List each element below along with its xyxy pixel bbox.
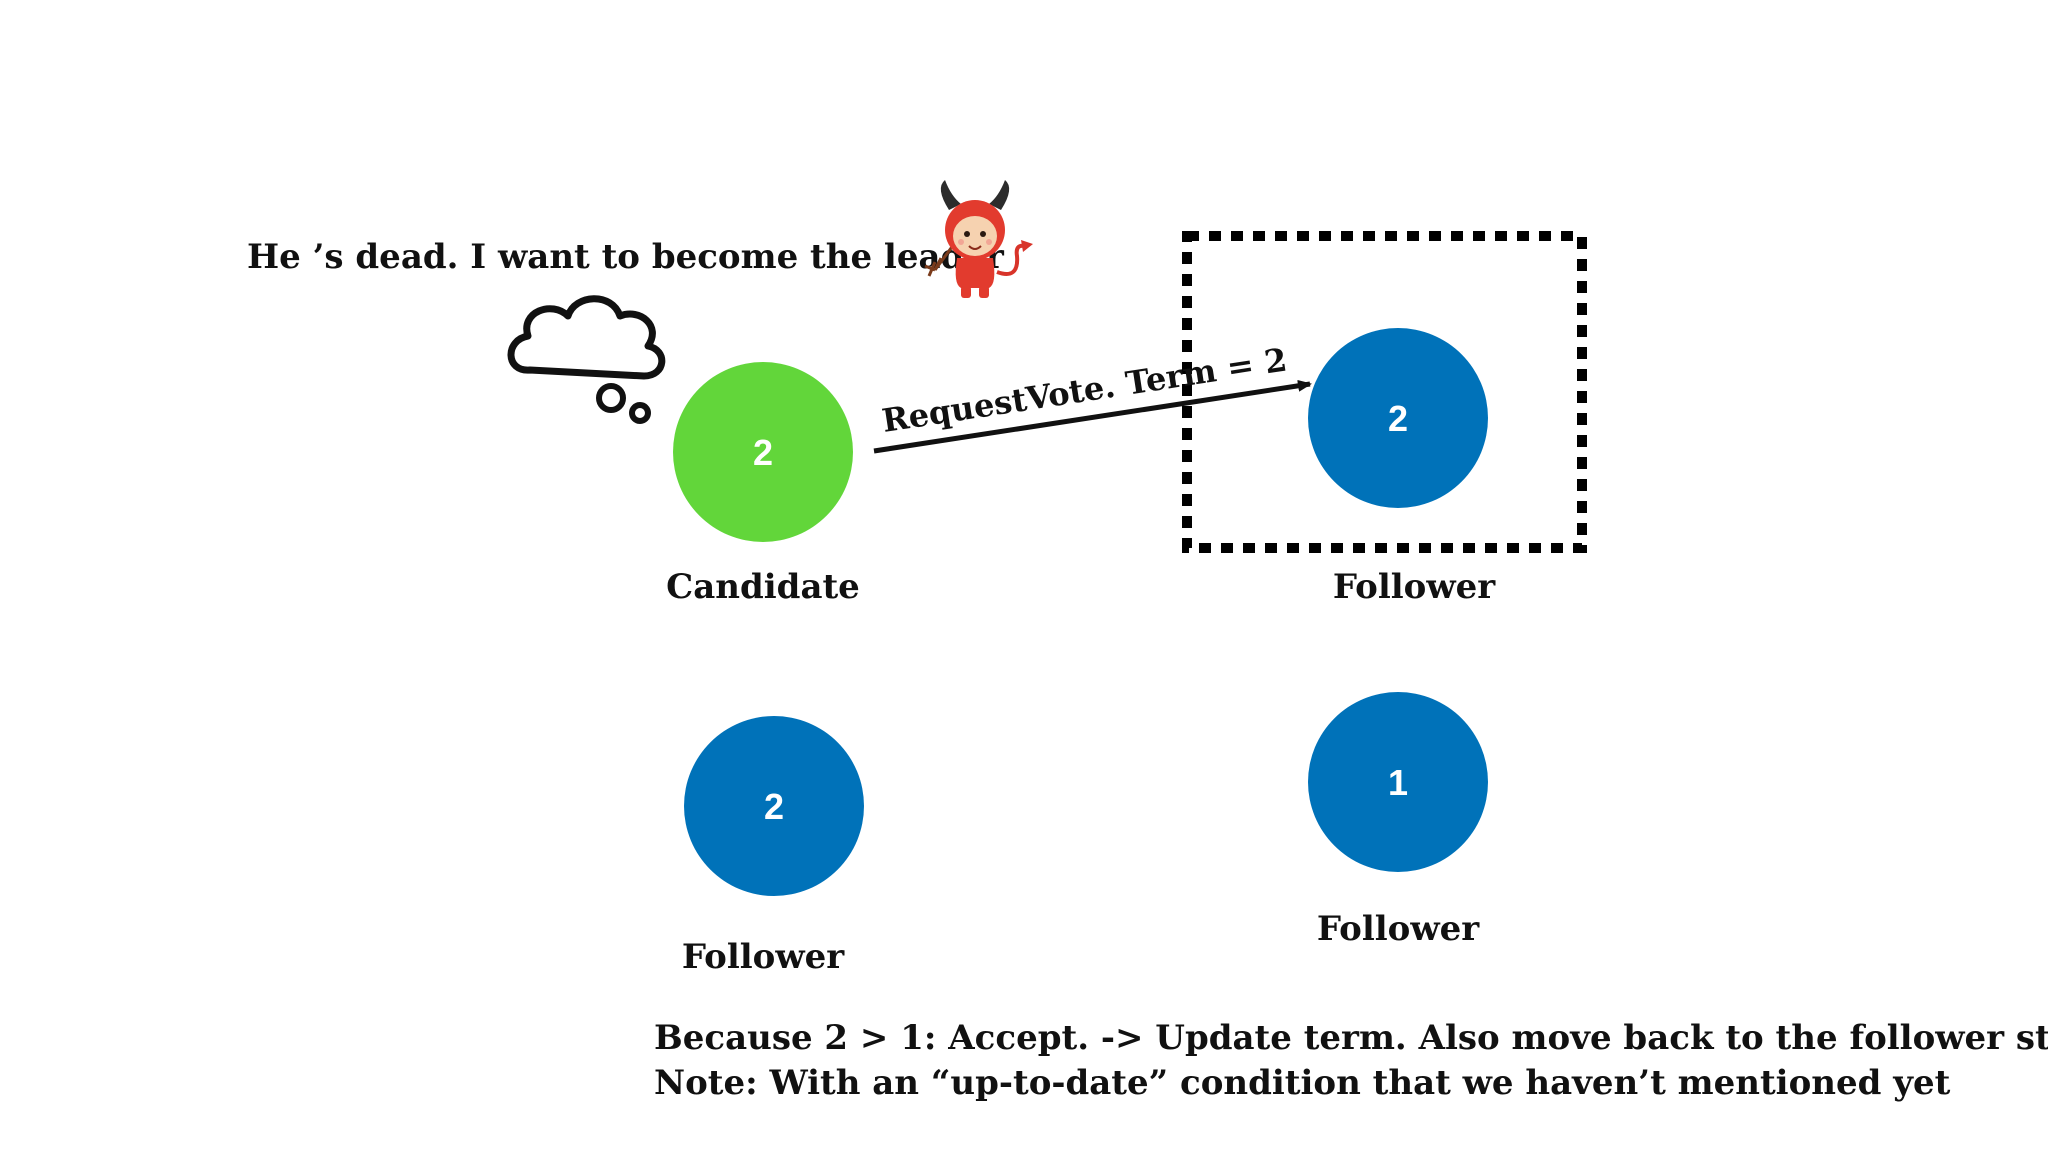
follower-node-bottom-left: 2 — [684, 716, 864, 896]
follower-node-top-right: 2 — [1308, 328, 1488, 508]
follower-term-bottom-left: 2 — [764, 786, 784, 827]
candidate-node: 2 — [673, 362, 853, 542]
highlight-box — [1182, 231, 1587, 553]
follower-label-bottom-left: Follower — [682, 937, 845, 977]
follower-label-bottom-right: Follower — [1317, 909, 1480, 949]
candidate-circle — [673, 362, 853, 542]
follower-term-top-right: 2 — [1388, 398, 1408, 439]
follower-circle-bottom-right — [1308, 692, 1488, 872]
candidate-term: 2 — [753, 432, 773, 473]
thought-text: He ’s dead. I want to become the leader — [247, 237, 1005, 277]
devil-emoji-icon — [924, 180, 1033, 298]
follower-circle-top-right — [1308, 328, 1488, 508]
note-line-2: Note: With an “up-to-date” condition tha… — [654, 1063, 1951, 1103]
candidate-label: Candidate — [666, 567, 860, 607]
follower-circle-bottom-left — [684, 716, 864, 896]
request-vote-arrow — [873, 379, 1312, 454]
follower-term-bottom-right: 1 — [1388, 762, 1408, 803]
follower-node-bottom-right: 1 — [1308, 692, 1488, 872]
follower-label-top-right: Follower — [1333, 567, 1496, 607]
thought-bubble-icon — [507, 295, 666, 424]
note-line-1: Because 2 > 1: Accept. -> Update term. A… — [654, 1018, 2048, 1058]
request-vote-label: RequestVote. Term = 2 — [879, 340, 1289, 439]
